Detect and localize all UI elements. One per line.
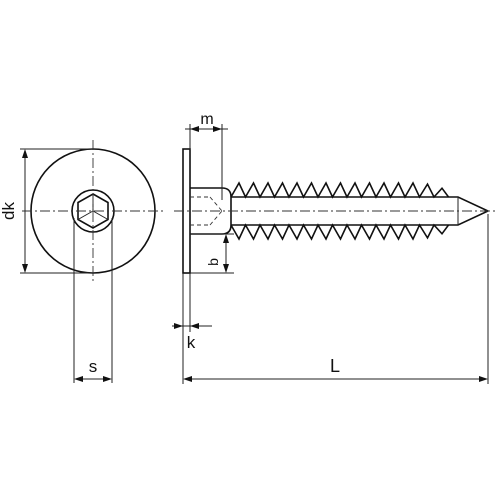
s-arrow-right [103,376,112,382]
b-label: b [205,258,221,266]
hex-socket [77,193,109,229]
side-view: m b k L [172,111,495,384]
m-arrow-right [213,126,222,132]
L-label: L [330,356,340,376]
s-label: s [89,357,98,376]
L-arrow-right [479,376,488,382]
recess-hidden-line [209,196,223,212]
b-arrow-top [223,234,229,243]
dk-arrow-top [22,149,28,158]
k-arrow-left [174,323,183,329]
b-arrow-bottom [223,264,229,273]
L-arrow-left [183,376,192,382]
dk-label: dk [0,202,18,220]
m-label: m [200,111,213,128]
s-arrow-left [74,376,83,382]
dk-arrow-bottom [22,264,28,273]
thread-crest-top [230,181,450,199]
recess-hidden-line [209,210,223,226]
hex-socket-line [92,210,109,220]
k-label: k [187,333,196,352]
hex-socket-line [77,210,94,220]
front-view: dk s [0,140,165,383]
thread-crest-bottom [230,223,450,241]
m-arrow-left [190,126,199,132]
k-arrow-right [190,323,199,329]
